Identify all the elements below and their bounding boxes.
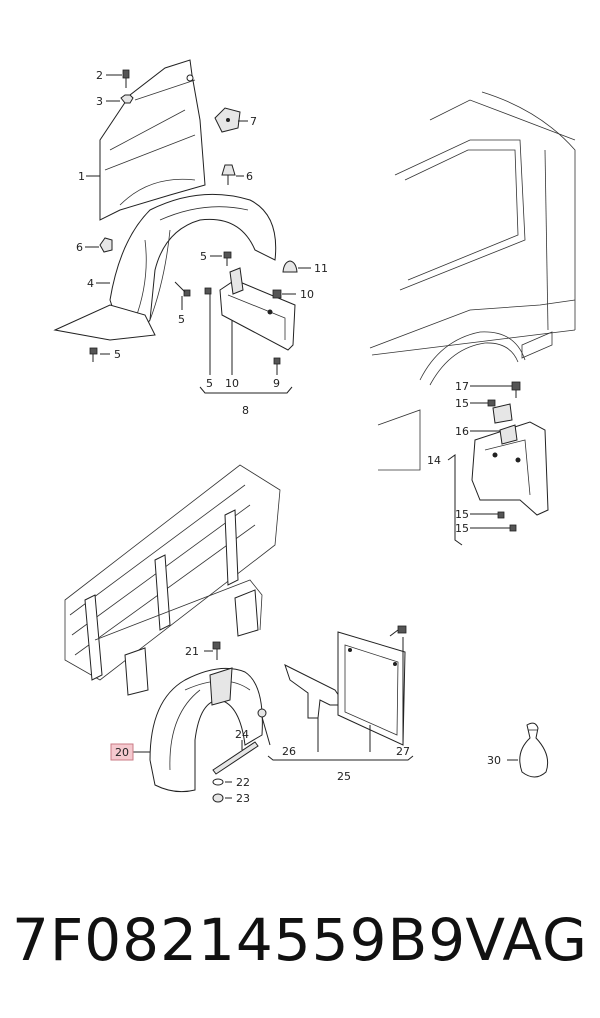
callout-5-c: 5: [114, 348, 121, 361]
callout-14: 14: [427, 454, 441, 467]
callout-6-left: 6: [76, 241, 83, 254]
callout-16: 16: [455, 425, 469, 438]
callout-27: 27: [396, 745, 410, 758]
part-number: 7F08214559B9: [12, 906, 467, 974]
callout-10-a: 10: [300, 288, 314, 301]
screw-5-b: [174, 281, 191, 297]
callout-26: 26: [282, 745, 296, 758]
screw-15: [487, 399, 517, 532]
callout-20: 20: [115, 746, 129, 759]
callout-25: 25: [337, 770, 351, 783]
callout-8: 8: [242, 404, 249, 417]
truck-bed: [64, 464, 281, 696]
washer-22: [212, 778, 224, 786]
footer: 7F08214559B9 VAG: [0, 895, 600, 985]
callout-11: 11: [314, 262, 328, 275]
front-fender: [99, 59, 206, 221]
callout-15-b: 15: [455, 508, 469, 521]
bracket-7: [214, 107, 241, 133]
callout-labels: 2 3 7 1 6 6 5 11 4 10 5 5 5 10 9 8 17 15…: [76, 69, 501, 805]
callout-3: 3: [96, 95, 103, 108]
screw-5-c: [89, 347, 98, 362]
callout-15-c: 15: [455, 522, 469, 535]
screw-5-a: [223, 251, 232, 266]
nut-3: [120, 94, 134, 104]
cap-11: [282, 260, 298, 273]
rear-mudflap: [471, 421, 549, 516]
van-body-outline: [369, 91, 576, 471]
bolt-27: [389, 625, 407, 637]
callout-2: 2: [96, 69, 103, 82]
callout-23: 23: [236, 792, 250, 805]
callout-5-a: 5: [200, 250, 207, 263]
screw-5-d: [204, 287, 212, 295]
callout-5-b: 5: [178, 313, 185, 326]
callout-21: 21: [185, 645, 199, 658]
leader-lines: [85, 74, 518, 799]
front-mudflap: [219, 267, 296, 351]
clip-6-left: [99, 237, 113, 253]
highlight-box-20: [110, 743, 134, 761]
callout-6-top: 6: [246, 170, 253, 183]
bag-30: [519, 722, 549, 778]
callout-15-a: 15: [455, 397, 469, 410]
wheel-housing-liner: [53, 193, 277, 341]
callout-5-d: 5: [206, 377, 213, 390]
bracket-26: [257, 664, 346, 719]
brand-name: VAG: [465, 906, 588, 974]
screw-9: [273, 357, 281, 372]
callout-7: 7: [250, 115, 257, 128]
parts-diagram: 2 3 7 1 6 6 5 11 4 10 5 5 5 10 9 8 17 15…: [53, 59, 576, 805]
callout-30: 30: [487, 754, 501, 767]
mud-flap-27: [337, 631, 406, 746]
bolt-2: [122, 69, 130, 88]
clip-6-top: [221, 164, 236, 185]
callout-9: 9: [273, 377, 280, 390]
nut-10: [272, 289, 282, 299]
strip-24: [212, 741, 259, 775]
bracket-16: [492, 403, 518, 445]
callout-17: 17: [455, 380, 469, 393]
rear-mudguard: [149, 667, 263, 793]
callout-1: 1: [78, 170, 85, 183]
callout-22: 22: [236, 776, 250, 789]
callout-10-b: 10: [225, 377, 239, 390]
callout-24: 24: [235, 728, 249, 741]
screw-17: [511, 381, 521, 398]
callout-4: 4: [87, 277, 94, 290]
nut-23: [212, 793, 224, 803]
bolt-21: [212, 641, 221, 660]
